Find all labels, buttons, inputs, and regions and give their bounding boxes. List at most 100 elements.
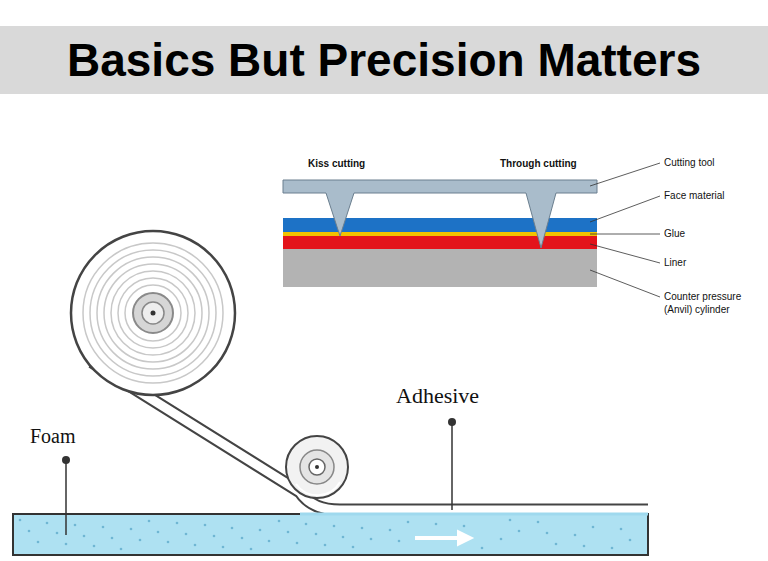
- foam-dot: [407, 521, 410, 524]
- foam-dot: [167, 541, 170, 544]
- foam-dot: [583, 545, 586, 548]
- leader-dot: [62, 456, 70, 464]
- foam-dot: [518, 530, 521, 533]
- anvil-cylinder: [283, 249, 597, 287]
- cutting-diagram: [283, 163, 660, 297]
- roll-winding: [104, 264, 202, 362]
- foam-dot: [222, 546, 225, 549]
- foam-dot: [509, 519, 512, 522]
- layer-label: Liner: [664, 257, 686, 270]
- foam-dot: [259, 529, 262, 532]
- foam-dot: [74, 524, 77, 527]
- part-label: Foam: [30, 424, 76, 449]
- roller-axle: [315, 465, 319, 469]
- foam-dot: [620, 528, 623, 531]
- foam-dot: [194, 544, 197, 547]
- foam-dot: [120, 548, 123, 551]
- leader-lines: [590, 163, 660, 297]
- layer-label: Counter pressure (Anvil) cylinder: [664, 291, 760, 316]
- foam-dot: [241, 537, 244, 540]
- roll-winding: [90, 250, 216, 376]
- foam-dot: [102, 526, 105, 529]
- cutting-tool: [283, 180, 597, 248]
- foam-dot: [111, 537, 114, 540]
- roll-illustration: [13, 231, 648, 555]
- foam-dot: [93, 545, 96, 548]
- foam-dot: [574, 534, 577, 537]
- roller-core: [300, 450, 334, 484]
- layer-label: Cutting tool: [664, 157, 715, 170]
- layer-label: Face material: [664, 190, 725, 203]
- foam-dot: [28, 530, 31, 533]
- layer-label: Glue: [664, 228, 685, 241]
- glue-layer: [283, 232, 597, 236]
- cut-type-label: Through cutting: [500, 158, 577, 171]
- foam-dot: [370, 538, 373, 541]
- main-roll: [71, 231, 235, 395]
- roll-winding: [125, 285, 181, 341]
- foam-dot: [204, 524, 207, 527]
- direction-arrow: [416, 531, 472, 545]
- foam-dot: [157, 531, 160, 534]
- foam-dot: [139, 539, 142, 542]
- part-label: Adhesive: [396, 382, 479, 410]
- leader-dot: [448, 418, 456, 426]
- foam-dot: [56, 532, 59, 535]
- foam-dot: [296, 542, 299, 545]
- foam-dot: [37, 541, 40, 544]
- foam-dot: [19, 519, 22, 522]
- foam-dot: [176, 522, 179, 525]
- foam-dot: [65, 543, 68, 546]
- foam-dot: [46, 522, 49, 525]
- foam-dot: [555, 543, 558, 546]
- title: Basics But Precision Matters: [0, 26, 768, 94]
- foam-dot: [463, 525, 466, 528]
- foam-dot: [278, 520, 281, 523]
- roll-winding: [118, 278, 188, 348]
- roll-winding: [83, 243, 223, 383]
- foam-dot: [83, 535, 86, 538]
- roll-hub: [142, 302, 164, 324]
- foam-dot: [611, 547, 614, 550]
- foam-dot: [315, 533, 318, 536]
- title-band: [0, 26, 768, 94]
- foam-texture: [19, 519, 632, 551]
- roller-hub: [309, 459, 325, 475]
- liner-layer: [283, 236, 597, 249]
- cut-type-label: Kiss cutting: [308, 158, 365, 171]
- foam-dot: [500, 538, 503, 541]
- face-material-layer: [283, 218, 597, 232]
- foam-dot: [148, 520, 151, 523]
- foam-dot: [546, 532, 549, 535]
- foam-dot: [324, 544, 327, 547]
- foam-dot: [130, 528, 133, 531]
- foam-layer: [13, 514, 648, 555]
- foam-dot: [537, 521, 540, 524]
- foam-dot: [629, 539, 632, 542]
- foam-dot: [333, 525, 336, 528]
- foam-dot: [305, 523, 308, 526]
- foam-dot: [342, 536, 345, 539]
- pressure-roller: [286, 436, 348, 498]
- adhesive-bond: [300, 513, 648, 516]
- foam-dot: [287, 531, 290, 534]
- foam-dot: [185, 533, 188, 536]
- foam-dot: [250, 548, 253, 551]
- foam-dot: [592, 526, 595, 529]
- roll-windings: [83, 243, 223, 383]
- foam-dot: [435, 523, 438, 526]
- foam-dot: [352, 546, 355, 549]
- foam-dot: [389, 529, 392, 532]
- foam-dot: [213, 535, 216, 538]
- foam-dot: [231, 527, 234, 530]
- foam-dot: [398, 540, 401, 543]
- rotation-mark: [296, 482, 340, 495]
- roll-winding: [111, 271, 195, 355]
- foam-dot: [361, 527, 364, 530]
- roll-core: [133, 293, 173, 333]
- roll-axle: [151, 311, 156, 316]
- foam-dot: [481, 547, 484, 550]
- roll-winding: [97, 257, 209, 369]
- foam-dot: [268, 540, 271, 543]
- leader-lines: [66, 424, 452, 535]
